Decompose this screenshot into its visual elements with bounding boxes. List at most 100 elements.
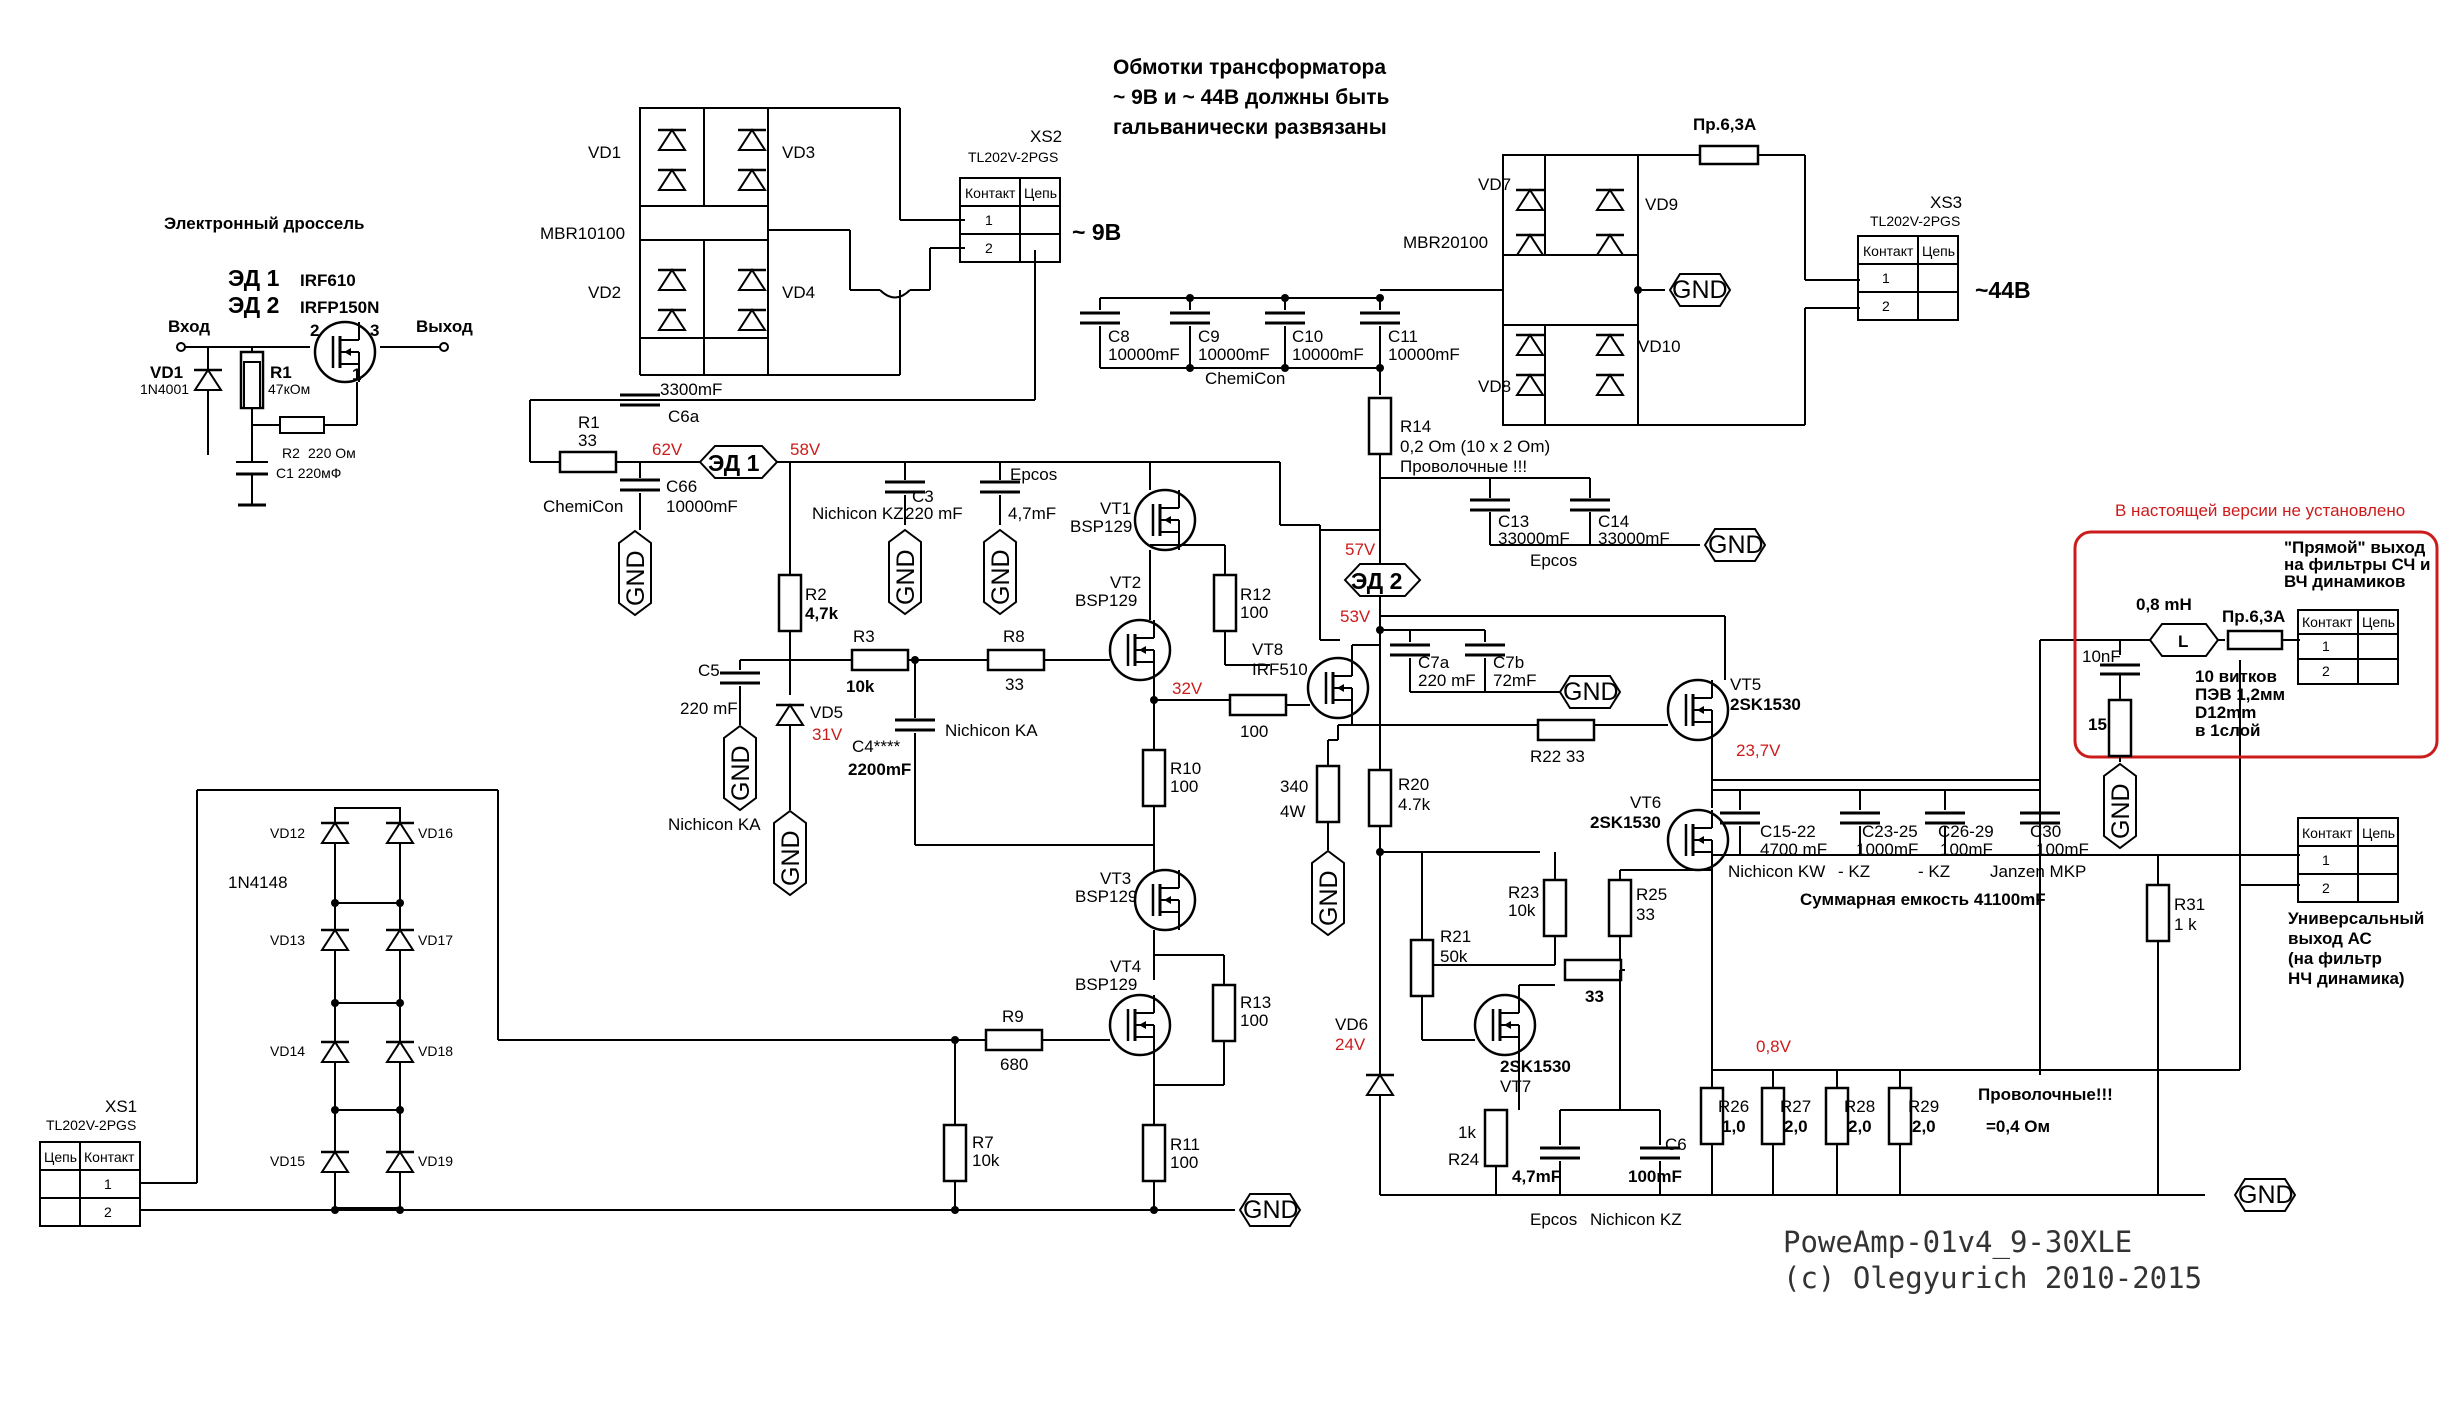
vt4-label: VT4 <box>1110 957 1141 976</box>
c15-label: C15-22 <box>1760 822 1816 841</box>
xs2-part: TL202V-2PGS <box>968 149 1058 165</box>
r13-label: R13 <box>1240 993 1271 1012</box>
r21-val: 50k <box>1440 947 1468 966</box>
inductor-val: 0,8 mH <box>2136 595 2192 614</box>
v58-label: 58V <box>790 440 821 459</box>
nichicon-c6: Nichicon KZ <box>1590 1210 1682 1229</box>
vt8-part: IRF510 <box>1252 660 1308 679</box>
vt1-part: BSP129 <box>1070 517 1132 536</box>
choke-ed2: ЭД 2 <box>228 292 279 318</box>
r20-resistor: R20 4.7k VD6 24V <box>1335 768 1540 1195</box>
r100-label: 100 <box>1240 722 1268 741</box>
r29-label: R29 <box>1908 1097 1939 1116</box>
r10-val: 100 <box>1170 777 1198 796</box>
r14-val: 0,2 Om (10 х 2 Om) <box>1400 437 1550 456</box>
vt6-stage: VT6 2SK1530 C15-22 4700 mF Nichicon KW C… <box>1590 780 2089 1195</box>
gnd-c66: GND <box>622 550 650 606</box>
r25-val: 33 <box>1636 905 1655 924</box>
r8-val: 33 <box>1005 675 1024 694</box>
c30-label: C30 <box>2030 822 2061 841</box>
r31-label: R31 <box>2174 895 2205 914</box>
gnd-c7: GND <box>1563 678 1619 706</box>
vd5-label: VD5 <box>810 703 843 722</box>
c6a-label: C6a <box>668 407 700 426</box>
wire-val: =0,4 Ом <box>1986 1117 2050 1136</box>
v9-label: ~ 9В <box>1072 219 1121 245</box>
choke-ed1: ЭД 1 <box>228 265 280 291</box>
footer-model: PoweAmp-01v4_9-30XLE <box>1783 1225 2132 1260</box>
c9-label: C9 <box>1198 327 1220 346</box>
r340-watts: 4W <box>1280 802 1306 821</box>
title-line-1: Обмотки трансформатора <box>1113 56 1386 79</box>
c14-label: C14 <box>1598 512 1629 531</box>
gnd-epcos: GND <box>987 549 1015 605</box>
vt4-part: BSP129 <box>1075 975 1137 994</box>
vd7-label: VD7 <box>1478 175 1511 194</box>
choke-r2-val: 220 Ом <box>308 445 356 461</box>
electronic-choke-inset: Электронный дроссель ЭД 1 IRF610 ЭД 2 IR… <box>140 214 473 507</box>
r2-main-val: 4,7k <box>805 604 839 623</box>
sum-capacitance: Суммарная емкость 41100mF <box>1800 890 2046 909</box>
vd18-label: VD18 <box>418 1043 453 1059</box>
xs2-pin1: 1 <box>985 212 993 228</box>
ed2-symbol: ЭД 2 <box>1351 568 1402 594</box>
direct-title-3: ВЧ динамиков <box>2284 572 2405 591</box>
vd13-label: VD13 <box>270 932 305 948</box>
v32-label: 32V <box>1172 679 1203 698</box>
vt8-stage: VT8 IRF510 340 4W GND <box>1252 462 1580 936</box>
c26-val: 100mF <box>1940 840 1993 859</box>
gnd-direct: GND <box>2107 783 2135 839</box>
c15-val: 4700 mF <box>1760 840 1827 859</box>
out-label-1: Универсальный <box>2288 909 2424 928</box>
choke-r1: R1 <box>270 363 292 382</box>
r7-val: 10k <box>972 1151 1000 1170</box>
coil-1: 10 витков <box>2195 667 2277 686</box>
c23-val: 1000mF <box>1856 840 1918 859</box>
title-line-2: ~ 9В и ~ 44В должны быть <box>1113 86 1389 109</box>
direct-title-2: на фильтры СЧ и <box>2284 555 2430 574</box>
c3-val: 220 mF <box>905 504 963 523</box>
mbr20100-label: MBR20100 <box>1403 233 1488 252</box>
c8-val: 10000mF <box>1108 345 1180 364</box>
connector-xs2: XS2 TL202V-2PGS Контакт Цепь 1 2 ~ 9В <box>959 127 1121 263</box>
cap-bank-c8-c11: C8 10000mF C9 10000mF C10 10000mF C11 10… <box>1078 294 1460 395</box>
choke-ed1-part: IRF610 <box>300 271 356 290</box>
direct-pin1: 1 <box>2322 638 2330 654</box>
choke-title: Электронный дроссель <box>164 214 364 233</box>
r31-val: 1 k <box>2174 915 2197 934</box>
r27-label: R27 <box>1780 1097 1811 1116</box>
vd14-label: VD14 <box>270 1043 305 1059</box>
c3-epcos-caps: C3 220 mF Nichicon KZ GND Epcos 4,7mF GN… <box>812 462 1057 615</box>
vt3-label: VT3 <box>1100 869 1131 888</box>
vt8-label: VT8 <box>1252 640 1283 659</box>
r11-label: R11 <box>1170 1135 1200 1154</box>
output-resistors: GND 0,8V R26 1,0 R27 2,0 R28 2,0 R29 2,0… <box>1380 660 2300 1212</box>
c66-val: 10000mF <box>666 497 738 516</box>
xs3-col-contact: Контакт <box>1863 243 1914 259</box>
vt1-label: VT1 <box>1100 499 1131 518</box>
r23-label: R23 <box>1508 883 1539 902</box>
v0-8-label: 0,8V <box>1756 1037 1792 1056</box>
v31-label: 31V <box>812 725 843 744</box>
wire-note: Проволочные!!! <box>1978 1085 2113 1104</box>
n4148-label: 1N4148 <box>228 873 288 892</box>
coil-2: ПЭВ 1,2мм <box>2195 685 2285 704</box>
nichicon-ka-c5: Nichicon KA <box>668 815 761 834</box>
out-label-3: (на фильтр <box>2288 949 2382 968</box>
c11-val: 10000mF <box>1388 345 1460 364</box>
connector-xs3: XS3 TL202V-2PGS Контакт Цепь 1 2 ~44В <box>1857 193 2031 321</box>
c26-label: C26-29 <box>1938 822 1994 841</box>
r12-val: 100 <box>1240 603 1268 622</box>
out-col-net: Цепь <box>2362 825 2395 841</box>
c5-label: C5 <box>698 661 720 680</box>
vt3-part: BSP129 <box>1075 887 1137 906</box>
direct-col-net: Цепь <box>2362 614 2395 630</box>
choke-input-label: Вход <box>168 317 210 336</box>
vt6-label: VT6 <box>1630 793 1661 812</box>
r29-val: 2,0 <box>1912 1117 1936 1136</box>
xs1-label: XS1 <box>105 1097 137 1116</box>
r15-label: 15 <box>2088 715 2107 734</box>
vd1-label: VD1 <box>588 143 621 162</box>
r13-val: 100 <box>1240 1011 1268 1030</box>
c7a-val: 220 mF <box>1418 671 1476 690</box>
